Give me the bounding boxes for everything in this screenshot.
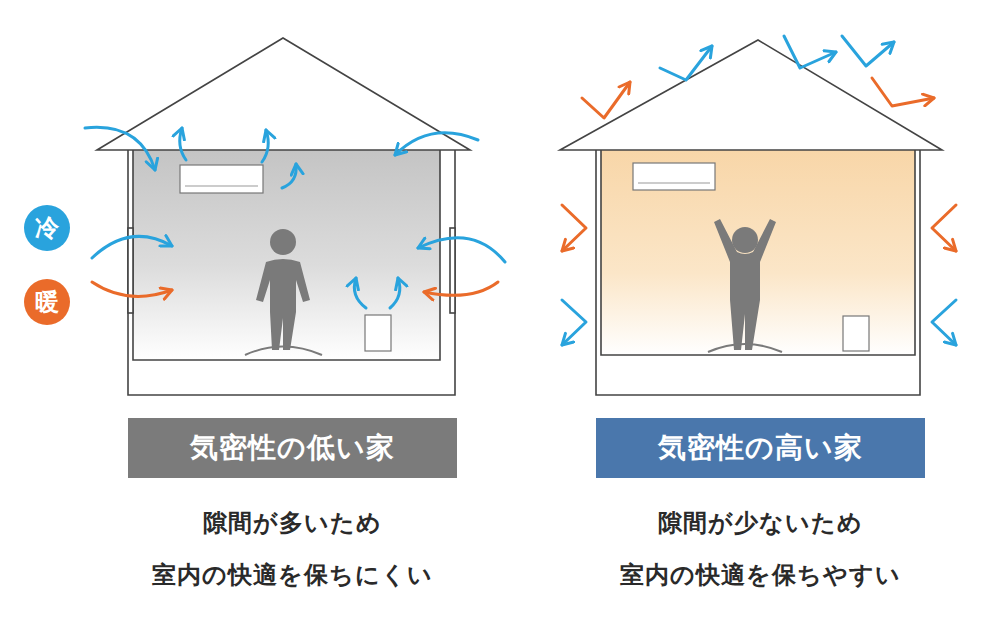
node-text: 気密性の高い家 <box>658 429 863 467</box>
caption-text: 隙間が少ないため 室内の快適を保ちやすい <box>570 497 950 601</box>
caption-text: 隙間が多いため 室内の快適を保ちにくい <box>102 497 482 601</box>
person-happy <box>708 219 782 352</box>
node-text: 冷 <box>35 212 60 244</box>
node-text: 暖 <box>35 286 60 318</box>
title-band: 気密性の低い家 <box>128 418 457 478</box>
reflected-arrows <box>562 36 956 345</box>
leaky-house <box>97 38 470 395</box>
title-band: 気密性の高い家 <box>596 418 925 478</box>
person-cold <box>245 229 322 355</box>
air-leak-arrows <box>85 127 505 308</box>
node-text: 気密性の低い家 <box>190 429 395 467</box>
cold-badge: 冷 <box>24 205 70 251</box>
airtight-house <box>560 40 942 395</box>
warm-badge: 暖 <box>24 279 70 325</box>
